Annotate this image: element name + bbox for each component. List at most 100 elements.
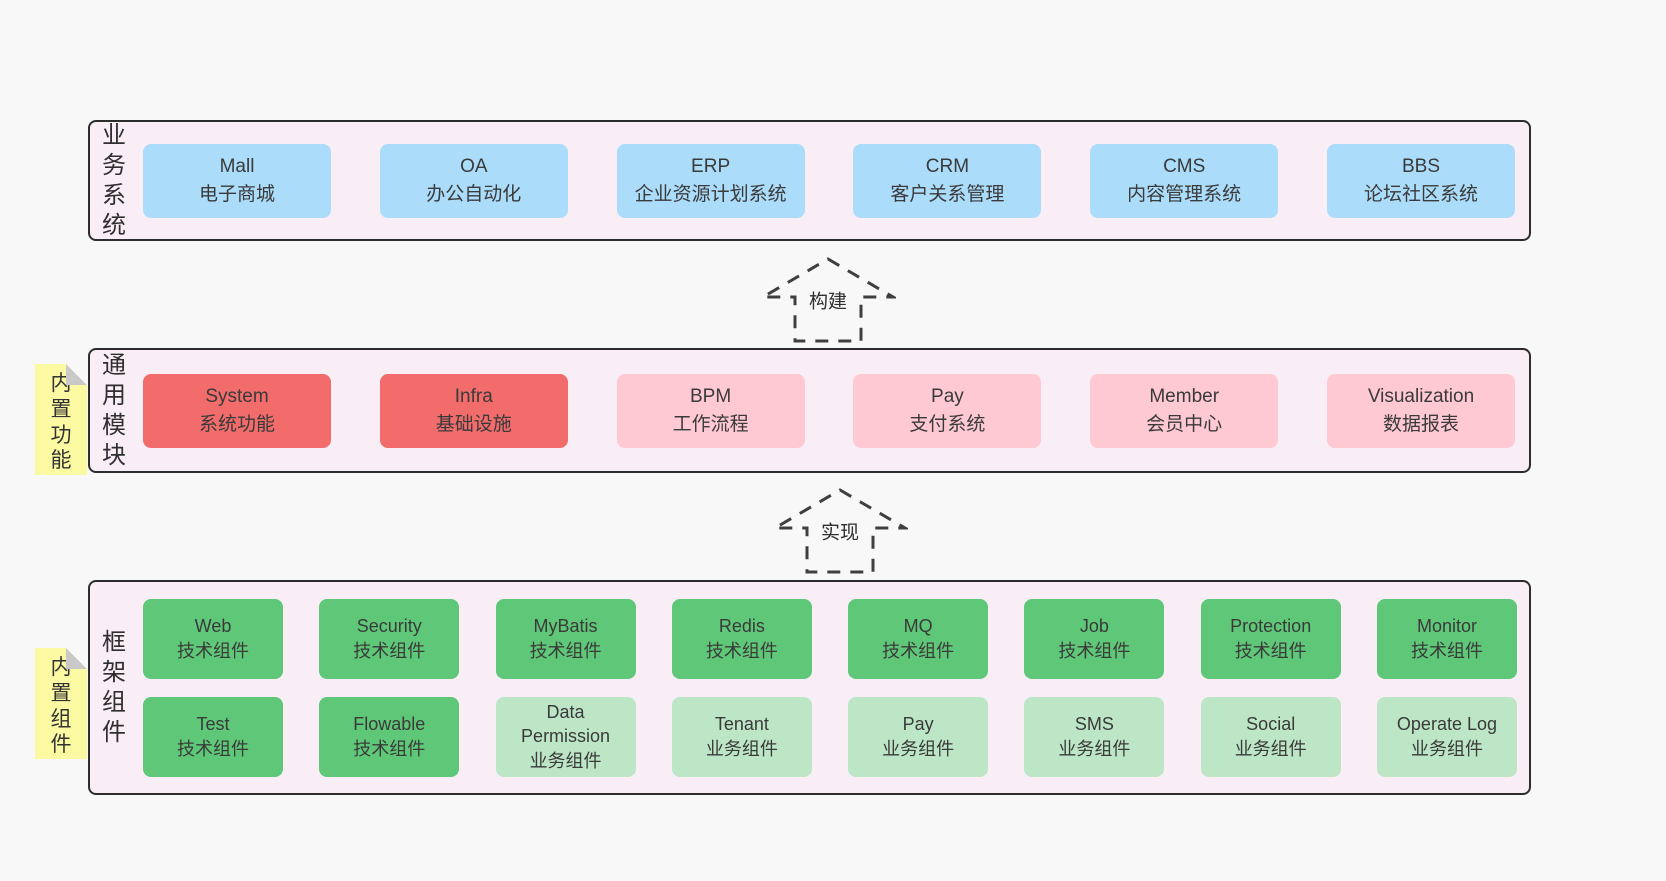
box-subtitle: 技术组件 <box>353 738 426 759</box>
box-title: MyBatis <box>533 616 598 637</box>
box-title: Pay <box>931 385 964 407</box>
box-title: Security <box>356 616 422 637</box>
box-title: ERP <box>691 155 731 177</box>
folded-corner-icon <box>66 648 87 669</box>
box-monitor: Monitor 技术组件 <box>1376 598 1517 679</box>
box-pay-system: Pay 支付系统 <box>853 373 1042 448</box>
box-title: CRM <box>925 155 970 177</box>
box-title: Tenant <box>714 714 769 735</box>
sticky-tab-builtin-features: 内置功能 <box>35 364 87 475</box>
box-subtitle: 业务组件 <box>705 738 778 759</box>
box-data-permission: Data Permission 业务组件 <box>495 696 636 777</box>
box-title: Operate Log <box>1396 714 1497 735</box>
box-subtitle: 技术组件 <box>353 640 426 661</box>
module-boxes: System 系统功能 Infra 基础设施 BPM 工作流程 Pay 支付系统… <box>143 350 1529 471</box>
box-title: Redis <box>718 616 765 637</box>
folded-corner-icon <box>66 364 87 385</box>
box-title: Visualization <box>1367 385 1475 407</box>
arrow-implement-label: 实现 <box>815 516 865 546</box>
box-title: Data Permission <box>521 702 611 747</box>
box-bpm: BPM 工作流程 <box>616 373 805 448</box>
box-subtitle: 论坛社区系统 <box>1363 183 1478 205</box>
box-protection: Protection 技术组件 <box>1200 598 1341 679</box>
box-subtitle: 业务组件 <box>1058 738 1131 759</box>
box-title: Protection <box>1230 616 1312 637</box>
box-security: Security 技术组件 <box>319 598 460 679</box>
box-title: System <box>205 385 269 407</box>
box-sms: SMS 业务组件 <box>1024 696 1165 777</box>
box-bbs: BBS 论坛社区系统 <box>1326 143 1515 218</box>
band-framework-label: 框架组件 <box>102 628 127 746</box>
box-subtitle: 技术组件 <box>1058 640 1131 661</box>
arrow-build: 构建 <box>760 256 896 344</box>
band-common-modules: 通用模块 System 系统功能 Infra 基础设施 BPM 工作流程 Pay… <box>88 348 1531 473</box>
box-erp: ERP 企业资源计划系统 <box>616 143 805 218</box>
framework-rows: Web 技术组件 Security 技术组件 MyBatis 技术组件 Redi… <box>143 582 1529 793</box>
box-title: CMS <box>1163 155 1206 177</box>
box-subtitle: 业务组件 <box>529 750 602 771</box>
box-cms: CMS 内容管理系统 <box>1090 143 1279 218</box>
box-subtitle: 技术组件 <box>177 738 249 759</box>
box-subtitle: 技术组件 <box>177 640 249 661</box>
box-title: Flowable <box>353 714 426 735</box>
tab-components-label: 内置组件 <box>50 656 72 757</box>
box-title: Social <box>1246 714 1296 735</box>
box-title: Member <box>1149 385 1220 407</box>
box-web: Web 技术组件 <box>143 598 283 679</box>
box-crm: CRM 客户关系管理 <box>853 143 1042 218</box>
box-job: Job 技术组件 <box>1024 598 1165 679</box>
box-title: Monitor <box>1416 616 1477 637</box>
arrow-implement: 实现 <box>772 487 908 575</box>
box-title: MQ <box>903 616 933 637</box>
box-oa: OA 办公自动化 <box>379 143 568 218</box>
box-member: Member 会员中心 <box>1090 373 1279 448</box>
tab-features-label: 内置功能 <box>50 372 72 473</box>
box-subtitle: 技术组件 <box>1234 640 1307 661</box>
box-title: BBS <box>1401 155 1440 177</box>
framework-row-2: Test 技术组件 Flowable 技术组件 Data Permission … <box>143 696 1517 777</box>
box-subtitle: 电子商城 <box>198 183 275 205</box>
box-flowable: Flowable 技术组件 <box>319 696 460 777</box>
box-redis: Redis 技术组件 <box>671 598 812 679</box>
box-title: SMS <box>1074 714 1114 735</box>
box-mybatis: MyBatis 技术组件 <box>495 598 636 679</box>
box-test: Test 技术组件 <box>143 696 283 777</box>
band-framework-components: 框架组件 Web 技术组件 Security 技术组件 MyBatis 技术组件… <box>88 580 1531 795</box>
box-mall: Mall 电子商城 <box>143 143 331 218</box>
box-visualization: Visualization 数据报表 <box>1326 373 1515 448</box>
box-subtitle: 业务组件 <box>882 738 955 759</box>
box-subtitle: 客户关系管理 <box>890 183 1005 205</box>
framework-row-1: Web 技术组件 Security 技术组件 MyBatis 技术组件 Redi… <box>143 598 1517 679</box>
box-title: BPM <box>690 385 732 407</box>
box-title: Test <box>196 714 230 735</box>
box-subtitle: 办公自动化 <box>426 183 522 205</box>
box-subtitle: 技术组件 <box>705 640 778 661</box>
box-subtitle: 基础设施 <box>435 413 512 435</box>
box-subtitle: 技术组件 <box>882 640 955 661</box>
box-system: System 系统功能 <box>143 373 331 448</box>
box-subtitle: 业务组件 <box>1234 738 1307 759</box>
box-title: Infra <box>454 385 493 407</box>
box-subtitle: 内容管理系统 <box>1127 183 1242 205</box>
box-infra: Infra 基础设施 <box>379 373 568 448</box>
box-tenant: Tenant 业务组件 <box>671 696 812 777</box>
box-subtitle: 会员中心 <box>1146 413 1223 435</box>
box-title: Mall <box>219 155 255 177</box>
band-modules-label: 通用模块 <box>102 351 127 469</box>
box-subtitle: 技术组件 <box>1410 640 1483 661</box>
box-social: Social 业务组件 <box>1200 696 1341 777</box>
sticky-tab-builtin-components: 内置组件 <box>35 648 87 759</box>
box-pay-component: Pay 业务组件 <box>848 696 989 777</box>
box-subtitle: 支付系统 <box>909 413 986 435</box>
dashed-up-arrow-icon <box>772 488 908 574</box>
box-subtitle: 业务组件 <box>1410 738 1483 759</box>
dashed-up-arrow-icon <box>760 257 896 343</box>
box-title: OA <box>460 155 488 177</box>
arrow-build-label: 构建 <box>803 285 853 315</box>
box-subtitle: 系统功能 <box>198 413 275 435</box>
box-subtitle: 数据报表 <box>1382 413 1459 435</box>
box-title: Web <box>194 616 232 637</box>
box-subtitle: 技术组件 <box>529 640 602 661</box>
business-boxes: Mall 电子商城 OA 办公自动化 ERP 企业资源计划系统 CRM 客户关系… <box>143 122 1529 239</box>
band-business-systems: 业务系统 Mall 电子商城 OA 办公自动化 ERP 企业资源计划系统 CRM… <box>88 120 1531 241</box>
